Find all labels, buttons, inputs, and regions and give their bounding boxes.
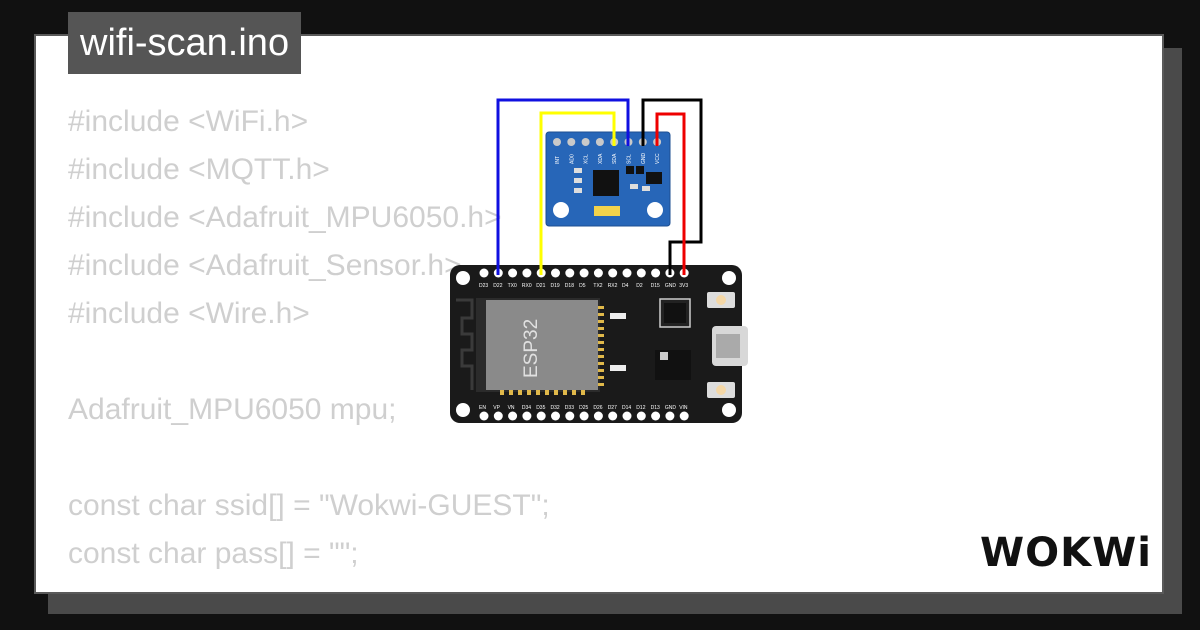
code-line — [68, 434, 550, 482]
sensor-pin[interactable] — [595, 138, 604, 146]
board-pin-top[interactable] — [579, 268, 589, 278]
board-pin-label: D4 — [622, 283, 629, 289]
circuit-diagram: INT AD0 XCL XDA SDA SCL GND VCC ESP32 D23 D22 TX0… — [450, 98, 748, 423]
code-line: const char pass[] = ""; — [68, 537, 359, 570]
board-pin-top[interactable] — [551, 268, 560, 278]
wire-black — [641, 98, 703, 275]
board-pin-bottom[interactable] — [593, 411, 603, 421]
board-pin-bottom[interactable] — [479, 411, 489, 421]
mpu6050-sensor[interactable]: INT AD0 XCL XDA SDA SCL GND VCC — [545, 131, 671, 227]
sensor-pin[interactable] — [567, 138, 576, 146]
code-line: const char ssid[] = "Wokwi-GUEST"; — [68, 489, 550, 522]
board-pin-label: D12 — [636, 405, 645, 411]
sensor-pin[interactable] — [581, 138, 590, 146]
board-pin-top[interactable] — [522, 268, 532, 278]
board-pin-bottom[interactable] — [551, 411, 560, 421]
code-line: #include <MQTT.h> — [68, 153, 330, 186]
board-pin-bottom[interactable] — [608, 411, 618, 421]
board-pin-label: D5 — [579, 283, 586, 289]
sensor-pin-label: XCL — [584, 154, 590, 164]
board-pin-bottom[interactable] — [493, 411, 503, 421]
board-pin-bottom[interactable] — [679, 411, 689, 421]
board-pin-bottom[interactable] — [536, 411, 546, 421]
sensor-pin[interactable] — [553, 138, 561, 146]
sensor-pin-label: XDA — [598, 153, 604, 164]
wokwi-logo[interactable]: WOKWi — [976, 522, 1152, 578]
wires — [496, 98, 703, 275]
board-pin-bottom[interactable] — [579, 411, 589, 421]
project-title[interactable]: wifi-scan.ino — [68, 12, 302, 74]
board-pin-top[interactable] — [622, 268, 632, 278]
board-pin-label: VIN — [679, 405, 688, 411]
board-pin-bottom[interactable] — [636, 411, 646, 421]
board-pin-label: D21 — [536, 283, 545, 289]
wire-red — [655, 112, 686, 275]
board-pin-label: TX0 — [508, 283, 517, 289]
esp32-label: ESP32 — [521, 319, 542, 378]
board-pin-label: D32 — [551, 405, 560, 411]
board-pin-label: D19 — [551, 283, 560, 289]
board-pin-bottom[interactable] — [522, 411, 532, 421]
board-pin-label: 3V3 — [679, 283, 688, 289]
esp32-module — [486, 300, 598, 390]
board-pin-label: D34 — [522, 405, 531, 411]
sensor-chip — [593, 170, 619, 196]
code-line: #include <Wire.h> — [68, 297, 310, 330]
board-pin-label: VN — [508, 405, 515, 411]
board-pin-label: D35 — [536, 405, 545, 411]
board-pin-top[interactable] — [651, 268, 661, 278]
board-pin-label: D26 — [593, 405, 602, 411]
board-pin-label: D13 — [651, 405, 660, 411]
board-pin-label: GND — [665, 405, 677, 411]
board-pin-top[interactable] — [479, 268, 489, 278]
sensor-pin-label: GND — [641, 153, 647, 165]
board-pin-label: D22 — [493, 283, 502, 289]
board-pin-label: D33 — [565, 405, 574, 411]
board-pin-top[interactable] — [565, 268, 575, 278]
board-pin-label: EN — [479, 405, 486, 411]
code-line: #include <Adafruit_MPU6050.h> — [68, 201, 502, 234]
code-line: Adafruit_MPU6050 mpu; — [68, 393, 397, 426]
board-pin-top[interactable] — [608, 268, 618, 278]
board-pin-label: D14 — [622, 405, 631, 411]
code-line: #include <Adafruit_Sensor.h> — [68, 249, 462, 282]
code-line: #include <WiFi.h> — [68, 105, 309, 138]
board-pin-label: TX2 — [593, 283, 602, 289]
board-pin-label: D23 — [479, 283, 488, 289]
sensor-pin-label: SDA — [612, 153, 618, 164]
board-pin-bottom[interactable] — [665, 411, 675, 421]
board-pin-bottom[interactable] — [651, 411, 661, 421]
board-pin-label: D2 — [636, 283, 643, 289]
board-pin-label: D25 — [579, 405, 588, 411]
board-pin-top[interactable] — [593, 268, 603, 278]
board-pin-label: VP — [493, 405, 500, 411]
board-pin-bottom[interactable] — [622, 411, 632, 421]
wire-blue — [496, 98, 630, 275]
sensor-pin-label: INT — [555, 156, 561, 164]
wire-yellow — [539, 111, 616, 275]
board-pin-label: GND — [665, 283, 677, 289]
sensor-pin-label: AD0 — [569, 154, 575, 164]
board-pin-bottom[interactable] — [508, 411, 518, 421]
board-pin-label: D18 — [565, 283, 574, 289]
sensor-pin-label: SCL — [627, 154, 633, 164]
code-preview: #include <WiFi.h> #include <MQTT.h> #inc… — [68, 98, 550, 578]
sensor-pin-label: VCC — [655, 153, 661, 164]
board-pin-label: RX0 — [522, 283, 532, 289]
board-pin-label: RX2 — [608, 283, 618, 289]
board-pin-top[interactable] — [508, 268, 518, 278]
wokwi-logo-text: WOKWi — [980, 530, 1152, 576]
board-pin-top[interactable] — [636, 268, 646, 278]
board-pin-bottom[interactable] — [565, 411, 575, 421]
board-pin-label: D15 — [651, 283, 660, 289]
board-pin-label: D27 — [608, 405, 617, 411]
